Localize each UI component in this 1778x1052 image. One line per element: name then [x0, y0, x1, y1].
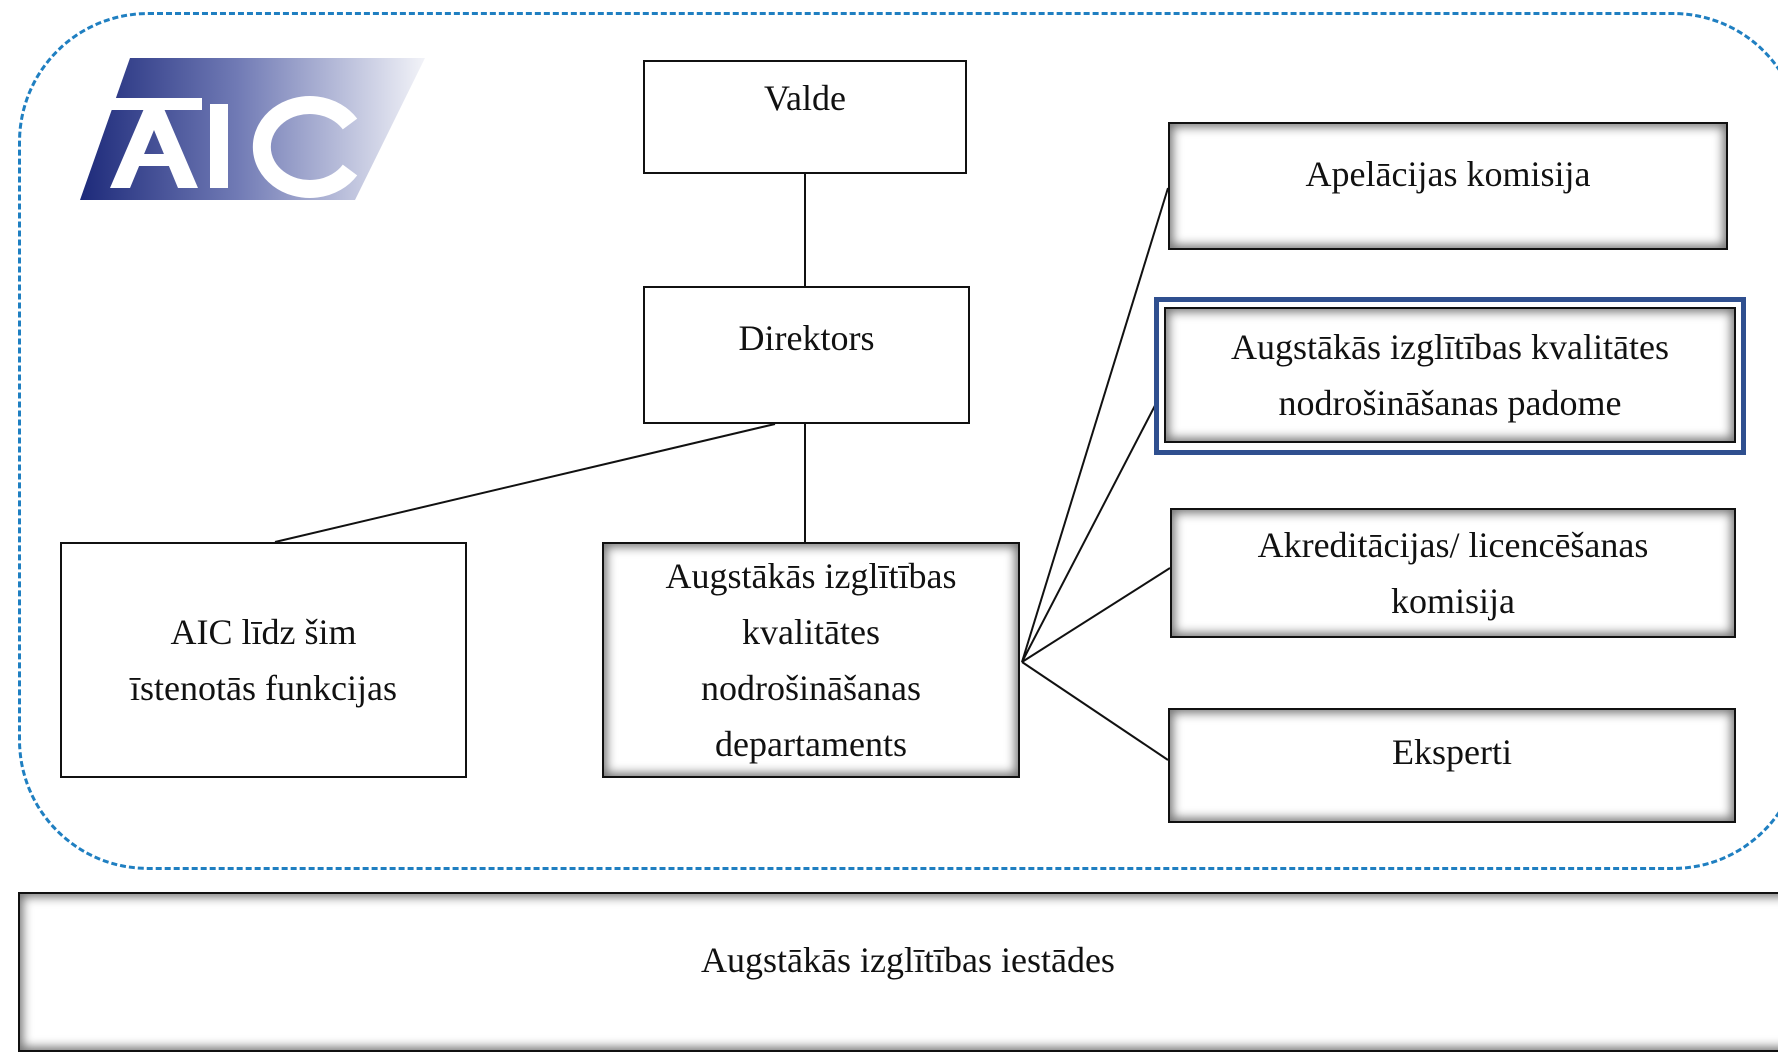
valde-label: Valde	[764, 78, 846, 118]
council-label-line1: Augstākās izglītības kvalitātes	[1231, 327, 1669, 367]
direktors-label: Direktors	[738, 318, 875, 358]
valde-box: Valde	[643, 60, 967, 174]
aic-boundary-frame	[18, 12, 1778, 870]
functions-label-line2: īstenotās funkcijas	[130, 668, 397, 708]
connector-department-council	[1021, 391, 1163, 663]
aic-logo	[80, 58, 425, 205]
department-label-line3: nodrošināšanas	[701, 668, 921, 708]
connector-department-experts	[1021, 661, 1169, 761]
council-label-line2: nodrošināšanas padome	[1278, 383, 1622, 423]
accreditation-label-line2: komisija	[1391, 581, 1515, 621]
department-label-line2: kvalitātes	[742, 612, 880, 652]
connector-department-appeals	[1021, 187, 1169, 663]
appeals-label: Apelācijas komisija	[1305, 154, 1591, 194]
experts-label: Eksperti	[1392, 732, 1512, 772]
functions-label-line1: AIC līdz šim	[170, 612, 357, 652]
direktors-box: Direktors	[643, 286, 970, 424]
institutions-label: Augstākās izglītības iestādes	[701, 940, 1115, 980]
institutions-box: Augstākās izglītības iestādes	[18, 892, 1778, 1052]
connector-direktors-functions	[274, 423, 776, 543]
experts-box: Eksperti	[1168, 708, 1736, 823]
aic-logo-graphic	[80, 58, 425, 200]
accreditation-label-line1: Akreditācijas/ licencēšanas	[1257, 525, 1649, 565]
department-box: Augstākās izglītības kvalitātes nodrošin…	[602, 542, 1020, 778]
accreditation-box: Akreditācijas/ licencēšanas komisija	[1170, 508, 1736, 638]
department-label-line1: Augstākās izglītības	[665, 556, 957, 596]
department-label-line4: departaments	[715, 724, 907, 764]
council-box: Augstākās izglītības kvalitātes nodrošin…	[1164, 307, 1736, 443]
appeals-box: Apelācijas komisija	[1168, 122, 1728, 250]
connector-department-accreditation	[1021, 567, 1171, 663]
functions-box: AIC līdz šim īstenotās funkcijas	[60, 542, 467, 778]
